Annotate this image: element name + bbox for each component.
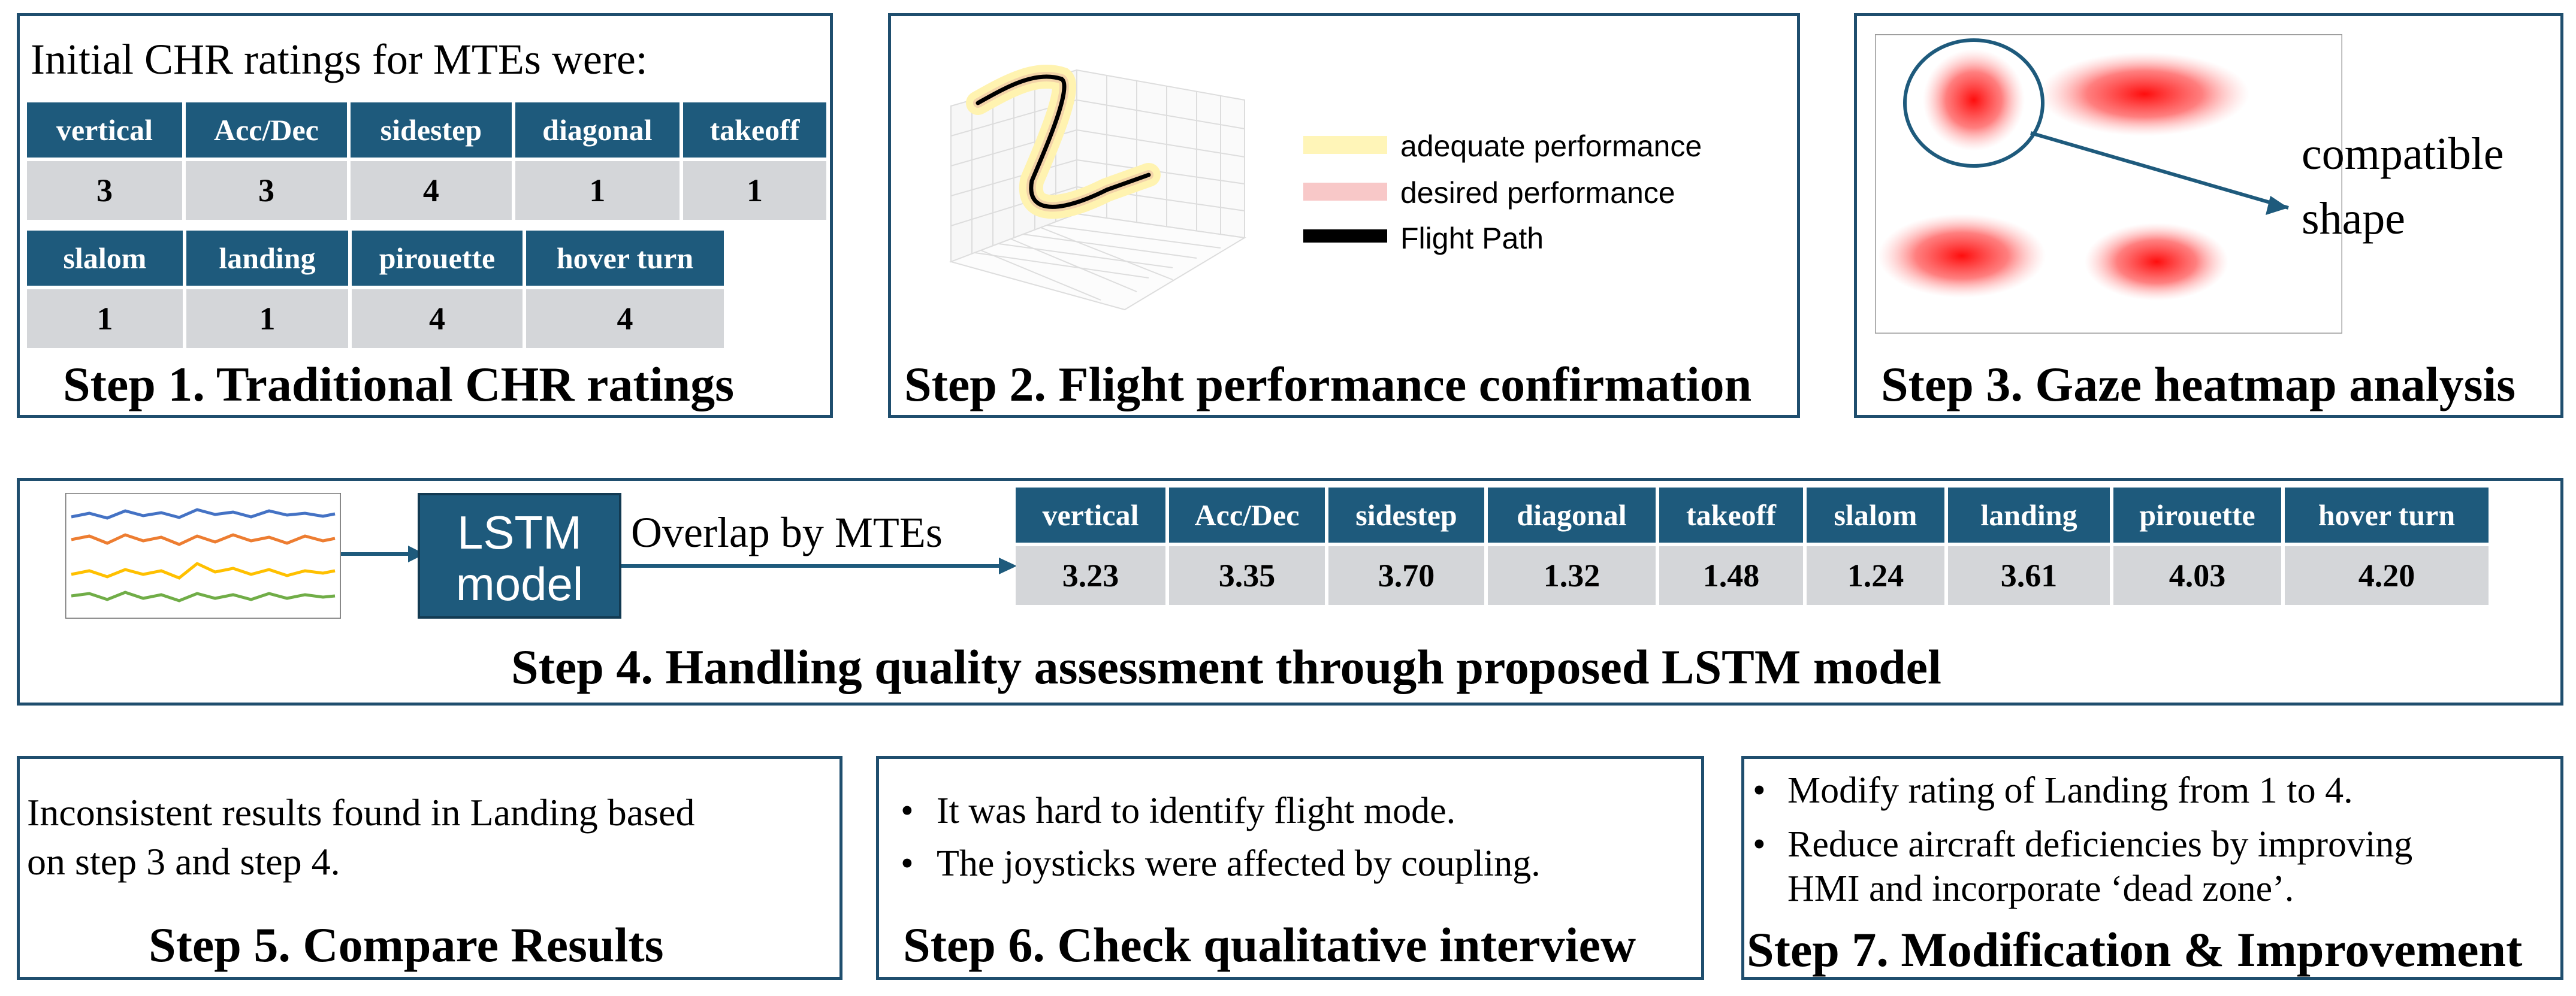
overlap-arrow-label: Overlap by MTEs [631,508,943,556]
lstm-model-line1: LSTM [457,506,582,559]
step7-bullet-dot: • [1753,824,1766,865]
desired-legend-swatch [1303,183,1387,201]
flight-path-line [976,74,1151,209]
step4-panel: LSTM model Overlap by MTEs vertical Acc/… [17,478,2563,706]
lstm-model-line2: model [455,557,584,610]
mte-header: takeoff [682,102,826,158]
mte-header: Acc/Dec [1169,488,1325,543]
step5-text-line2: on step 3 and step 4. [27,840,340,883]
lstm-rating: 3.61 [1948,546,2110,605]
step3-panel: compatible shape Step 3. Gaze heatmap an… [1854,13,2563,418]
mte-header: vertical [27,102,182,158]
desired-legend-label: desired performance [1400,176,1675,210]
mte-header: pirouette [352,231,523,286]
step7-bullet-2-line2: HMI and incorporate ‘dead zone’. [1787,868,2294,909]
step5-text-line1: Inconsistent results found in Landing ba… [27,791,695,834]
step7-bullet-2-line1: Reduce aircraft deficiencies by improvin… [1787,824,2413,865]
step1-intro: Initial CHR ratings for MTEs were: [31,35,648,83]
mte-header: pirouette [2113,488,2281,543]
compatible-annotation-line1: compatible [2302,129,2504,179]
mte-rating: 3 [185,161,347,220]
lstm-results-table: vertical Acc/Dec sidestep diagonal takeo… [1012,484,2492,609]
flight-path-3d-plot [949,65,1246,311]
step1-table-row1: vertical Acc/Dec sidestep diagonal takeo… [23,99,830,223]
adequate-legend-swatch [1303,136,1387,154]
compatible-annotation-line2: shape [2302,193,2406,244]
step6-title: Step 6. Check qualitative interview [903,918,1636,972]
lstm-rating: 1.48 [1659,546,1803,605]
step2-panel: adequate performance desired performance… [888,13,1800,418]
mte-header: vertical [1016,488,1165,543]
mte-rating: 1 [186,289,348,348]
flight-path-legend-swatch [1303,229,1387,243]
mte-header: sidestep [350,102,512,158]
lstm-rating: 3.35 [1169,546,1325,605]
mte-rating: 3 [27,161,182,220]
mte-rating: 1 [515,161,680,220]
step1-title: Step 1. Traditional CHR ratings [63,357,735,411]
step4-title: Step 4. Handling quality assessment thro… [511,640,1941,694]
input-signals-plot [65,493,341,619]
lstm-rating: 4.20 [2285,546,2489,605]
step3-title: Step 3. Gaze heatmap analysis [1881,357,2516,411]
mte-header: landing [1948,488,2110,543]
mte-rating: 4 [526,289,724,348]
lstm-rating: 3.70 [1328,546,1484,605]
lstm-rating: 1.32 [1488,546,1656,605]
step6-bullet-dot: • [901,843,914,884]
step1-panel: Initial CHR ratings for MTEs were: verti… [17,13,833,418]
mte-header: slalom [1807,488,1944,543]
mte-header: landing [186,231,348,286]
mte-header: hover turn [2285,488,2489,543]
step1-table-row2: slalom landing pirouette hover turn 1 1 … [23,227,727,352]
mte-rating: 1 [682,161,826,220]
arrow-to-lstm [341,546,425,562]
mte-rating: 4 [350,161,512,220]
step7-bullet-1: Modify rating of Landing from 1 to 4. [1787,770,2353,811]
step6-panel: • It was hard to identify flight mode. •… [876,756,1704,980]
mte-header: sidestep [1328,488,1484,543]
lstm-rating: 3.23 [1016,546,1165,605]
step7-title: Step 7. Modification & Improvement [1747,922,2523,977]
step2-title: Step 2. Flight performance confirmation [904,357,1752,411]
lstm-model-box: LSTM model [418,493,621,619]
mte-rating: 4 [352,289,523,348]
adequate-legend-label: adequate performance [1400,129,1702,163]
step7-bullet-dot: • [1753,770,1766,811]
lstm-rating: 4.03 [2113,546,2281,605]
step6-bullet-dot: • [901,791,914,831]
mte-header: Acc/Dec [185,102,347,158]
step7-panel: • Modify rating of Landing from 1 to 4. … [1741,756,2563,980]
mte-header: diagonal [515,102,680,158]
flight-path-legend-label: Flight Path [1400,222,1544,255]
step5-title: Step 5. Compare Results [149,918,664,972]
lstm-rating: 1.24 [1807,546,1944,605]
mte-header: takeoff [1659,488,1803,543]
step5-panel: Inconsistent results found in Landing ba… [17,756,842,980]
step6-bullet-1: It was hard to identify flight mode. [937,791,1456,831]
mte-header: slalom [27,231,183,286]
mte-header: diagonal [1488,488,1656,543]
mte-rating: 1 [27,289,183,348]
arrow-to-results [621,558,1017,574]
highlight-ellipse [1903,38,2045,168]
gaze-heatmap [1875,34,2342,334]
mte-header: hover turn [526,231,724,286]
step6-bullet-2: The joysticks were affected by coupling. [937,843,1541,884]
